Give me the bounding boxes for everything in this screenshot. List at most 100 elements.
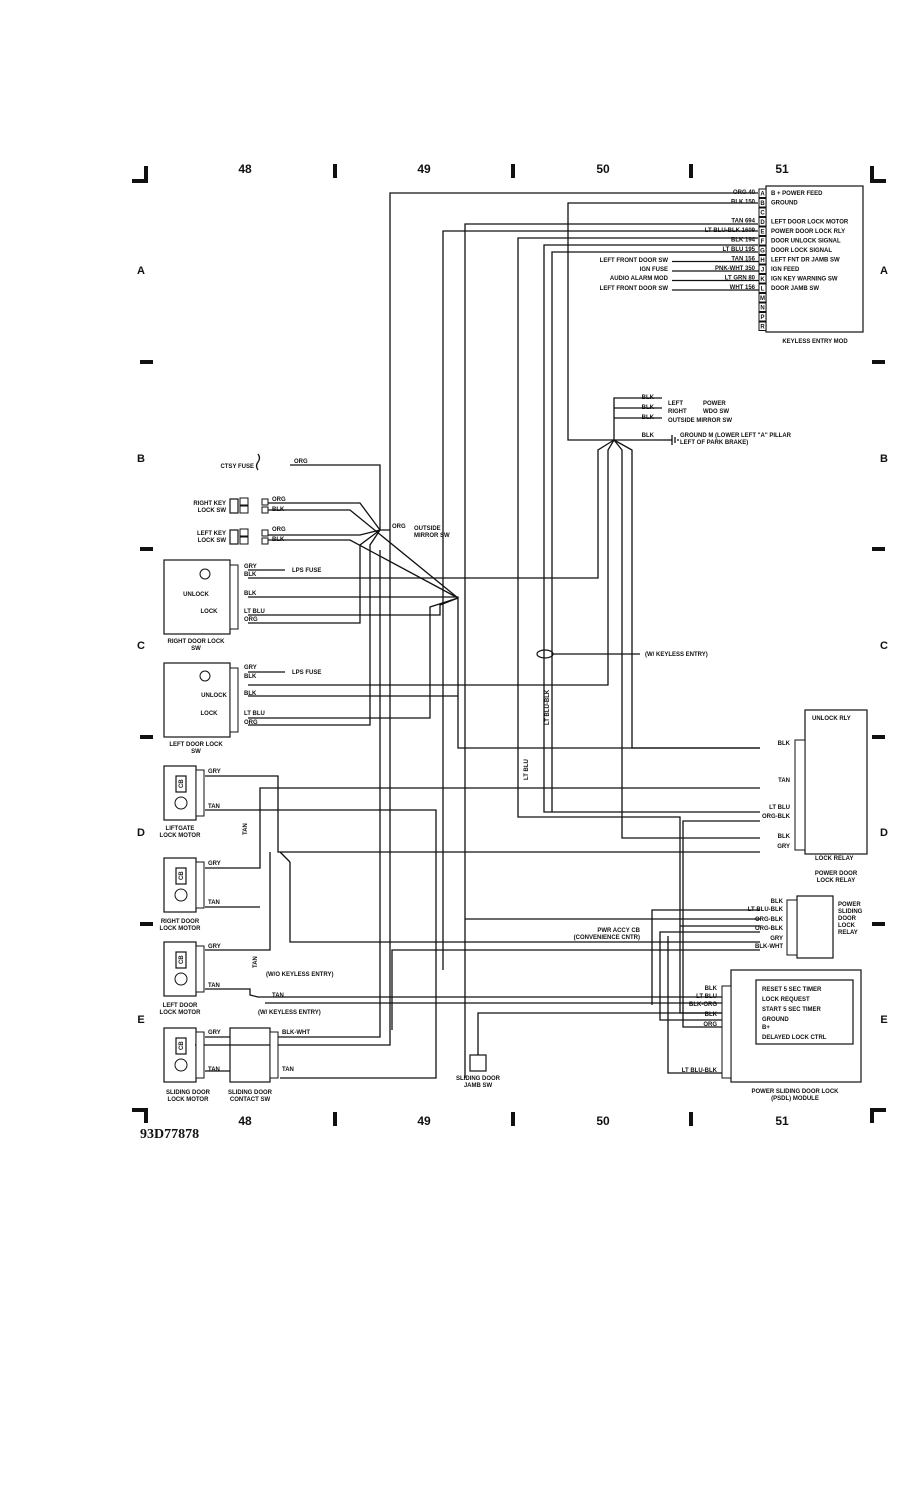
svg-text:GRY: GRY bbox=[208, 769, 221, 775]
kem-wire-label: LT GRN 80 bbox=[725, 276, 756, 282]
svg-text:GROUND: GROUND bbox=[762, 1017, 789, 1023]
kem-wire-label: TAN 694 bbox=[731, 219, 755, 225]
svg-text:SLIDING: SLIDING bbox=[838, 909, 863, 915]
diagram-code: 93D77878 bbox=[140, 1127, 200, 1142]
ctsy-org: ORG bbox=[294, 459, 308, 465]
svg-text:CONTACT SW: CONTACT SW bbox=[230, 1097, 271, 1103]
svg-text:TAN: TAN bbox=[272, 993, 284, 999]
fuse-symbol bbox=[255, 453, 261, 471]
outside-mirror-label-1: OUTSIDE bbox=[414, 526, 441, 532]
motor-circle bbox=[174, 972, 188, 986]
svg-text:(PSDL) MODULE: (PSDL) MODULE bbox=[771, 1096, 819, 1102]
kem-function-label: DOOR LOCK SIGNAL bbox=[771, 248, 832, 254]
svg-text:LOCK: LOCK bbox=[201, 711, 219, 717]
motor-circle bbox=[174, 888, 188, 902]
lt-blu-blk-vertical: LT BLU-BLK bbox=[545, 689, 551, 725]
kem-pin-letter: J bbox=[761, 268, 764, 274]
kem-function-label: POWER DOOR LOCK RLY bbox=[771, 229, 845, 235]
svg-text:LOCK RELAY: LOCK RELAY bbox=[817, 878, 855, 884]
kem-pin-box bbox=[758, 217, 767, 227]
svg-text:GRY: GRY bbox=[208, 1030, 221, 1036]
kem-pin-letter: M bbox=[760, 296, 765, 302]
svg-text:BLK: BLK bbox=[778, 741, 791, 747]
kem-pin-box bbox=[758, 302, 767, 312]
cb-box bbox=[175, 1037, 187, 1055]
svg-text:POWER DOOR: POWER DOOR bbox=[815, 871, 858, 877]
svg-text:UNLOCK: UNLOCK bbox=[183, 592, 209, 598]
svg-text:BLK: BLK bbox=[272, 537, 285, 543]
kem-pin-box bbox=[758, 245, 767, 255]
cb-box bbox=[175, 867, 187, 885]
motor-circle bbox=[174, 1058, 188, 1072]
sliding-door-lock-motor: GRY TAN SLIDING DOOR LOCK MOTOR bbox=[163, 1027, 221, 1103]
source-ign-fuse: IGN FUSE bbox=[640, 267, 668, 273]
svg-text:GRY: GRY bbox=[244, 665, 257, 671]
svg-text:LT BLU: LT BLU bbox=[769, 805, 790, 811]
wo-keyless-label: (W/O KEYLESS ENTRY) bbox=[266, 972, 333, 978]
svg-text:RIGHT DOOR LOCK: RIGHT DOOR LOCK bbox=[168, 639, 226, 645]
kem-pin-letter: A bbox=[760, 192, 765, 198]
svg-text:LOCK MOTOR: LOCK MOTOR bbox=[160, 833, 202, 839]
row-label-a-right: A bbox=[880, 265, 888, 277]
svg-text:ORG: ORG bbox=[244, 617, 258, 623]
svg-text:TAN: TAN bbox=[208, 804, 220, 810]
kem-pin-letter: P bbox=[760, 315, 764, 321]
svg-text:DOOR: DOOR bbox=[838, 916, 857, 922]
svg-text:LPS FUSE: LPS FUSE bbox=[292, 670, 321, 676]
kem-pin-letter: C bbox=[760, 211, 765, 217]
svg-text:BLK: BLK bbox=[272, 507, 285, 513]
svg-text:DELAYED LOCK CTRL: DELAYED LOCK CTRL bbox=[762, 1035, 827, 1041]
svg-text:UNLOCK: UNLOCK bbox=[201, 693, 227, 699]
w-keyless-label-2: (W/ KEYLESS ENTRY) bbox=[258, 1010, 321, 1016]
svg-text:POWER: POWER bbox=[838, 902, 861, 908]
svg-text:ORG-BLK: ORG-BLK bbox=[755, 926, 784, 932]
kem-pin-box bbox=[758, 188, 767, 198]
power-wdo-power: POWER bbox=[703, 401, 726, 407]
kem-pin-box bbox=[758, 321, 767, 331]
svg-text:BLK: BLK bbox=[244, 691, 257, 697]
right-door-lock-motor: GRY TAN RIGHT DOOR LOCK MOTOR bbox=[160, 857, 221, 932]
kem-pin-box bbox=[758, 236, 767, 246]
ground-symbol bbox=[662, 435, 679, 445]
kem-function-label: LEFT FNT DR JAMB SW bbox=[771, 258, 840, 264]
svg-text:BLK: BLK bbox=[244, 591, 257, 597]
svg-text:RIGHT KEY: RIGHT KEY bbox=[193, 501, 226, 507]
svg-text:PWR ACCY CB: PWR ACCY CB bbox=[597, 928, 640, 934]
kem-pin-letter: R bbox=[760, 325, 765, 331]
power-wdo-blk-2: BLK bbox=[642, 405, 655, 411]
svg-text:LEFT KEY: LEFT KEY bbox=[197, 531, 226, 537]
outside-mirror-label-2: MIRROR SW bbox=[414, 533, 450, 539]
lt-blu-vertical: LT BLU bbox=[524, 759, 530, 780]
power-wdo-right: RIGHT bbox=[668, 409, 687, 415]
kem-pin-letter: B bbox=[760, 201, 765, 207]
svg-text:BLK: BLK bbox=[771, 899, 784, 905]
kem-pin-letter: F bbox=[761, 239, 765, 245]
svg-text:GRY: GRY bbox=[208, 944, 221, 950]
ctsy-fuse-label: CTSY FUSE bbox=[220, 464, 254, 470]
power-wdo-sw: WDO SW bbox=[703, 409, 729, 415]
kem-function-label: B + POWER FEED bbox=[771, 191, 823, 197]
kem-wire-label: BLK 194 bbox=[731, 238, 756, 244]
svg-text:LEFT DOOR LOCK: LEFT DOOR LOCK bbox=[169, 742, 223, 748]
frame-markers bbox=[132, 164, 886, 1126]
svg-text:LPS FUSE: LPS FUSE bbox=[292, 568, 321, 574]
svg-text:ORG: ORG bbox=[272, 497, 286, 503]
svg-text:POWER SLIDING DOOR LOCK: POWER SLIDING DOOR LOCK bbox=[752, 1089, 840, 1095]
power-wdo-blk-1: BLK bbox=[642, 395, 655, 401]
row-label-e-right: E bbox=[880, 1014, 887, 1026]
svg-text:LOCK MOTOR: LOCK MOTOR bbox=[160, 1010, 202, 1016]
svg-text:LOCK SW: LOCK SW bbox=[198, 538, 227, 544]
svg-text:TAN: TAN bbox=[208, 1067, 220, 1073]
svg-text:ORG: ORG bbox=[272, 527, 286, 533]
kem-function-label: IGN KEY WARNING SW bbox=[771, 277, 838, 283]
source-audio-alarm-mod: AUDIO ALARM MOD bbox=[610, 276, 669, 282]
column-label-51: 51 bbox=[775, 162, 789, 176]
row-label-b-right: B bbox=[880, 453, 888, 465]
svg-text:B+: B+ bbox=[762, 1025, 770, 1031]
tan-vertical-1: TAN bbox=[243, 823, 249, 835]
column-label-50: 50 bbox=[596, 162, 610, 176]
mirror-org: ORG bbox=[392, 524, 406, 530]
svg-text:LOCK: LOCK bbox=[201, 609, 219, 615]
svg-text:UNLOCK RLY: UNLOCK RLY bbox=[812, 716, 851, 722]
